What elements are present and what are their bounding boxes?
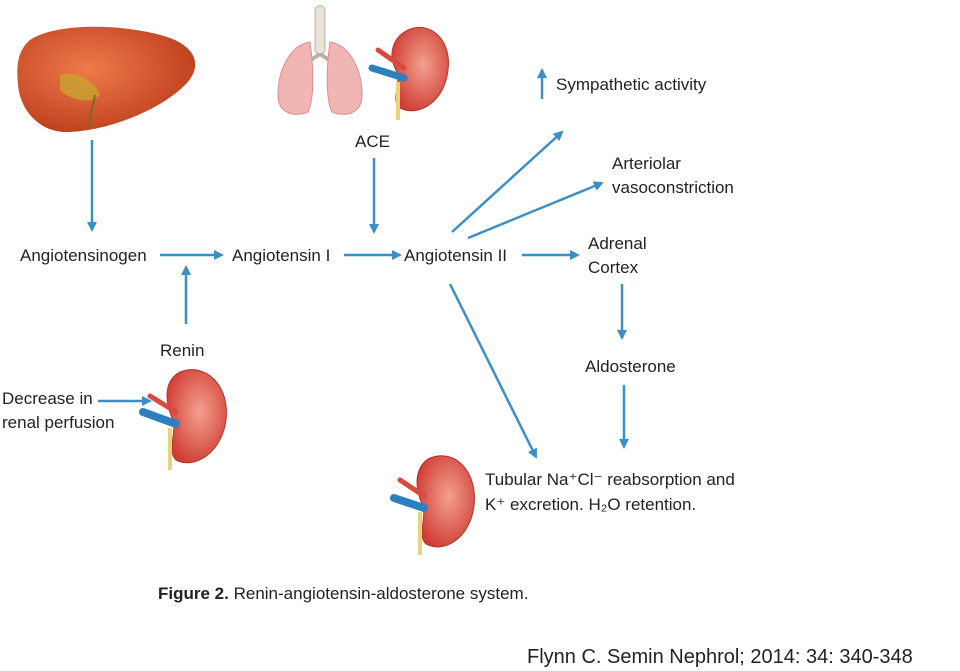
arrow-angiotensin-2-to-arteriolar [467, 181, 604, 240]
label-arteriolar-2: vasoconstriction [612, 178, 734, 197]
label-decrease-1: Decrease in [2, 389, 93, 408]
label-sympathetic: Sympathetic activity [556, 75, 707, 94]
arrows [87, 68, 629, 459]
citation: Flynn C. Semin Nephrol; 2014: 34: 340-34… [527, 646, 913, 668]
label-angiotensin-2: Angiotensin II [404, 246, 507, 265]
kidney-illustration-left [139, 369, 227, 470]
kidney-illustration-bottom [390, 455, 475, 555]
liver-illustration [17, 26, 196, 133]
arrow-angiotensin-2-to-sympathetic [451, 130, 564, 233]
figure-caption: Figure 2. Renin-angiotensin-aldosterone … [158, 584, 528, 603]
label-adrenal-1: Adrenal [588, 234, 647, 253]
kidney-illustration-top [368, 26, 449, 120]
arrow-angiotensin-2-to-tubular [448, 283, 538, 459]
figure-caption-label: Figure 2. [158, 584, 229, 603]
label-decrease-2: renal perfusion [2, 413, 114, 432]
label-aldosterone: Aldosterone [585, 357, 676, 376]
label-tubular-1: Tubular Na⁺Cl⁻ reabsorption and [485, 470, 735, 489]
label-tubular-2: K⁺ excretion. H₂O retention. [485, 495, 696, 514]
label-angiotensinogen: Angiotensinogen [20, 246, 147, 265]
label-ace: ACE [355, 132, 390, 151]
label-arteriolar-1: Arteriolar [612, 154, 681, 173]
label-angiotensin-1: Angiotensin I [232, 246, 330, 265]
label-renin: Renin [160, 341, 204, 360]
figure-caption-text: Renin-angiotensin-aldosterone system. [234, 584, 529, 603]
label-adrenal-2: Cortex [588, 258, 639, 277]
lungs-illustration [277, 5, 363, 115]
